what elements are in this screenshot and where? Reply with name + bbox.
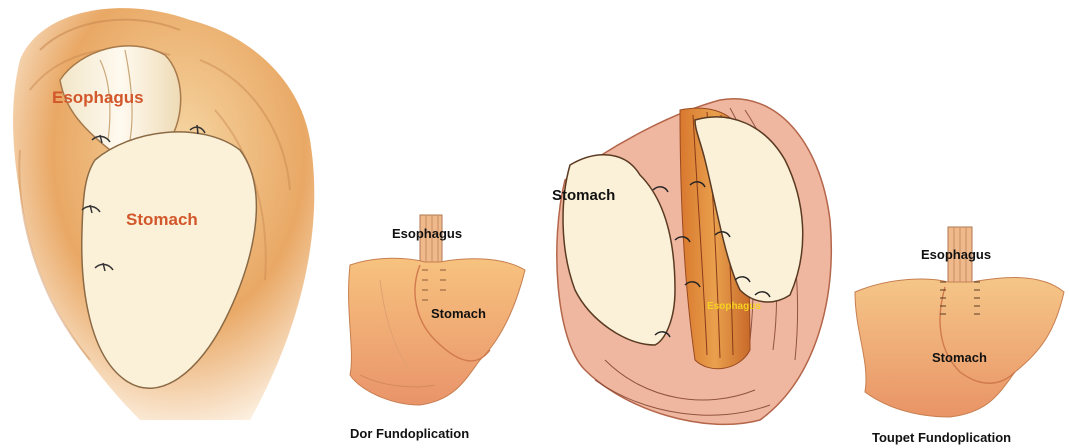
panel-3-esophagus-label: Esophagus: [707, 302, 761, 312]
panel-2-stomach: [349, 258, 525, 405]
panel-1-esophagus-label: Esophagus: [52, 89, 144, 106]
panel-3-drawing: [545, 90, 840, 430]
panel-2-esophagus-label: Esophagus: [392, 227, 462, 240]
panel-3-illustration: Stomach Esophagus: [545, 90, 840, 430]
panel-1-illustration: Esophagus Stomach: [0, 0, 330, 440]
panel-4-illustration: Esophagus Stomach Toupet Fundoplication: [850, 222, 1069, 448]
panel-4-esophagus-label: Esophagus: [921, 248, 991, 261]
panel-4-caption: Toupet Fundoplication: [872, 430, 1011, 445]
panel-1-stomach-label: Stomach: [126, 211, 198, 228]
panel-2-caption: Dor Fundoplication: [350, 426, 469, 441]
panel-2-stomach-label: Stomach: [431, 307, 486, 320]
panel-2-illustration: Esophagus Stomach Dor Fundoplication: [340, 200, 530, 448]
panel-4-stomach-label: Stomach: [932, 351, 987, 364]
panel-4-stomach: [855, 278, 1064, 417]
panel-3-stomach-label: Stomach: [552, 188, 615, 203]
